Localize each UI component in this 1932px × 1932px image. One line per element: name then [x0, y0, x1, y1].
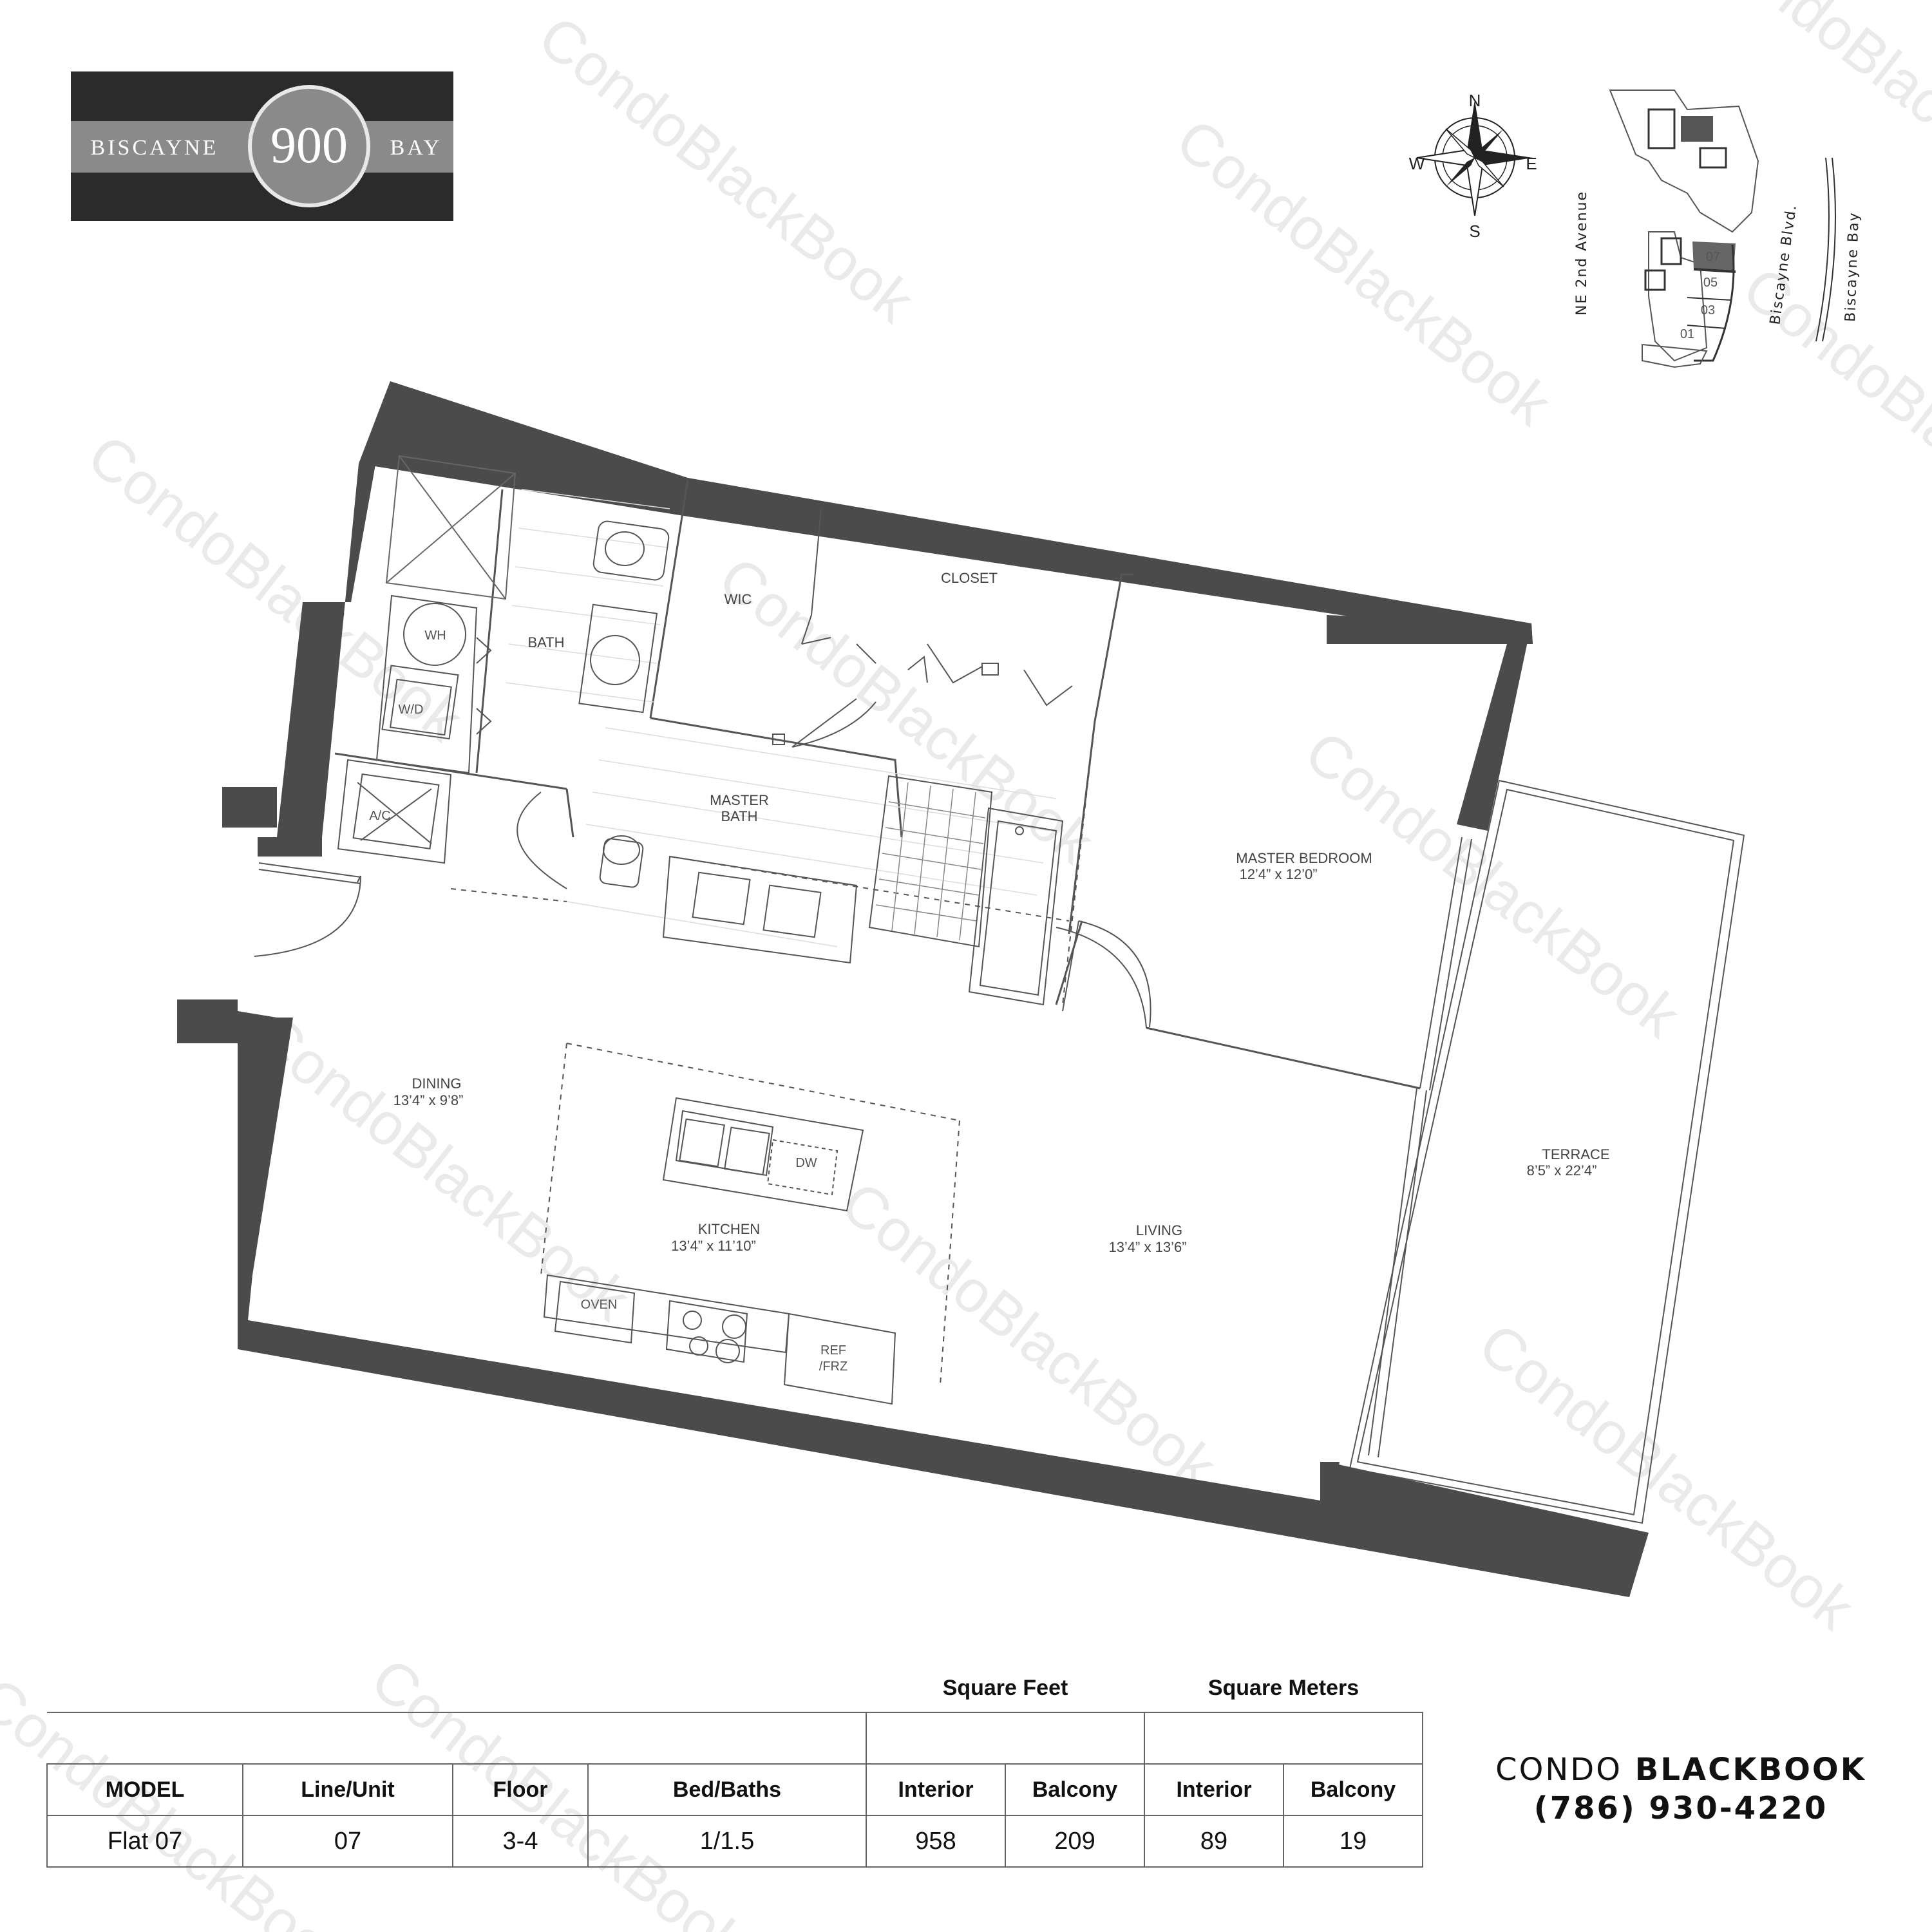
watermark: CondoBlackBook — [707, 544, 1106, 876]
brand-name-light: CONDO — [1495, 1752, 1623, 1788]
label-wic: WIC — [724, 591, 752, 607]
label-terrace: TERRACE — [1542, 1146, 1609, 1162]
logo-left-text: BISCAYNE — [91, 136, 219, 160]
unit-specs-table: Square Feet Square Meters MODEL Line/Uni… — [46, 1662, 1423, 1868]
shower-stall — [385, 455, 516, 600]
compass-n: N — [1469, 91, 1481, 110]
unit-floor-plan: WH W/D A/C BATH WIC CLOSET MASTER BATH M… — [177, 381, 1745, 1597]
header-line-unit: Line/Unit — [242, 1763, 453, 1816]
label-wh: WH — [424, 629, 446, 643]
cell-sqm-interior: 89 — [1144, 1815, 1284, 1868]
header-sqm-interior: Interior — [1144, 1763, 1284, 1816]
bath-fixtures — [476, 520, 670, 735]
entry-door — [254, 791, 567, 957]
condo-blackbook-brand: CONDO BLACKBOOK (786) 930-4220 — [1462, 1752, 1900, 1826]
biscayne-900-bay-logo: BISCAYNE 900 BAY — [71, 71, 453, 221]
window-glazing — [258, 837, 1472, 1458]
label-master-bedroom-dim: 12’4” x 12’0” — [1239, 866, 1317, 882]
kitchen-island — [662, 1097, 864, 1212]
label-master-bedroom: MASTER BEDROOM — [1236, 850, 1372, 866]
compass-w: W — [1409, 154, 1425, 173]
label-wd: W/D — [399, 703, 424, 717]
logo-right-text: BAY — [390, 136, 442, 160]
site-unit-07-highlight — [1692, 242, 1736, 270]
label-dining: DINING — [412, 1075, 462, 1092]
site-unit-03: 03 — [1701, 303, 1715, 317]
street-ne-2nd-avenue: NE 2nd Avenue — [1574, 191, 1590, 316]
label-master-bath-line1: MASTER — [710, 792, 769, 808]
label-kitchen-dim: 13’4” x 11’10” — [671, 1238, 756, 1254]
header-sqft-interior: Interior — [866, 1763, 1006, 1816]
label-ac: A/C — [369, 809, 390, 823]
header-floor: Floor — [452, 1763, 589, 1816]
cell-sqm-balcony: 19 — [1283, 1815, 1423, 1868]
water-biscayne-bay: Biscayne Bay — [1842, 211, 1862, 322]
label-dw: DW — [795, 1156, 817, 1170]
compass-e: E — [1526, 154, 1537, 173]
header-square-feet: Square Feet — [866, 1662, 1145, 1714]
site-key-plan: 07 05 03 01 NE 2nd Avenue Biscayne Blvd.… — [1574, 90, 1862, 368]
cell-floor: 3-4 — [452, 1815, 589, 1868]
exterior-walls — [177, 381, 1649, 1597]
kitchen-counter — [543, 1274, 896, 1405]
interior-walls — [334, 479, 1421, 1385]
brand-phone[interactable]: (786) 930-4220 — [1533, 1790, 1828, 1826]
cell-sqft-balcony: 209 — [1005, 1815, 1145, 1868]
compass-rose-icon: N S E W — [1409, 91, 1537, 241]
watermark: CondoBlackBook — [527, 3, 926, 336]
label-living: LIVING — [1136, 1222, 1182, 1238]
watermark: CondoBlackBook — [1692, 0, 1932, 239]
watermark: CondoBlackBook — [1731, 254, 1932, 587]
logo-number: 900 — [270, 117, 348, 174]
cell-bed-baths: 1/1.5 — [587, 1815, 867, 1868]
label-closet: CLOSET — [941, 570, 998, 586]
label-master-bath-line2: BATH — [721, 808, 757, 824]
bath-tile-grid — [505, 489, 1057, 947]
header-sqft-balcony: Balcony — [1005, 1763, 1145, 1816]
label-oven: OVEN — [581, 1298, 618, 1312]
label-frz: /FRZ — [819, 1359, 848, 1374]
watermark: CondoBlackBook — [243, 1001, 643, 1334]
site-unit-01: 01 — [1680, 327, 1694, 341]
brand-name: CONDO BLACKBOOK — [1462, 1752, 1900, 1788]
label-ref: REF — [820, 1343, 846, 1358]
bedroom-door — [1062, 920, 1151, 1028]
header-model: MODEL — [46, 1763, 243, 1816]
header-sqm-balcony: Balcony — [1283, 1763, 1423, 1816]
cell-line-unit: 07 — [242, 1815, 453, 1868]
cell-model: Flat 07 — [46, 1815, 243, 1868]
master-bath-fixtures — [599, 775, 1147, 1028]
brand-name-bold: BLACKBOOK — [1634, 1752, 1866, 1788]
label-terrace-dim: 8’5” x 22’4” — [1527, 1162, 1597, 1179]
label-living-dim: 13’4” x 13’6” — [1108, 1239, 1186, 1255]
header-square-meters: Square Meters — [1144, 1662, 1423, 1714]
closet-fixtures — [772, 508, 1073, 748]
mechanical-closet — [337, 594, 478, 864]
compass-s: S — [1469, 222, 1480, 241]
label-bath: BATH — [527, 634, 564, 650]
header-bed-baths: Bed/Baths — [587, 1763, 867, 1816]
cell-sqft-interior: 958 — [866, 1815, 1006, 1868]
site-unit-07: 07 — [1706, 250, 1720, 264]
table-row: Flat 07 07 3-4 1/1.5 958 209 89 19 — [46, 1815, 1423, 1868]
label-kitchen: KITCHEN — [698, 1221, 761, 1237]
site-unit-05: 05 — [1703, 276, 1718, 290]
label-dining-dim: 13’4” x 9’8” — [393, 1092, 464, 1108]
